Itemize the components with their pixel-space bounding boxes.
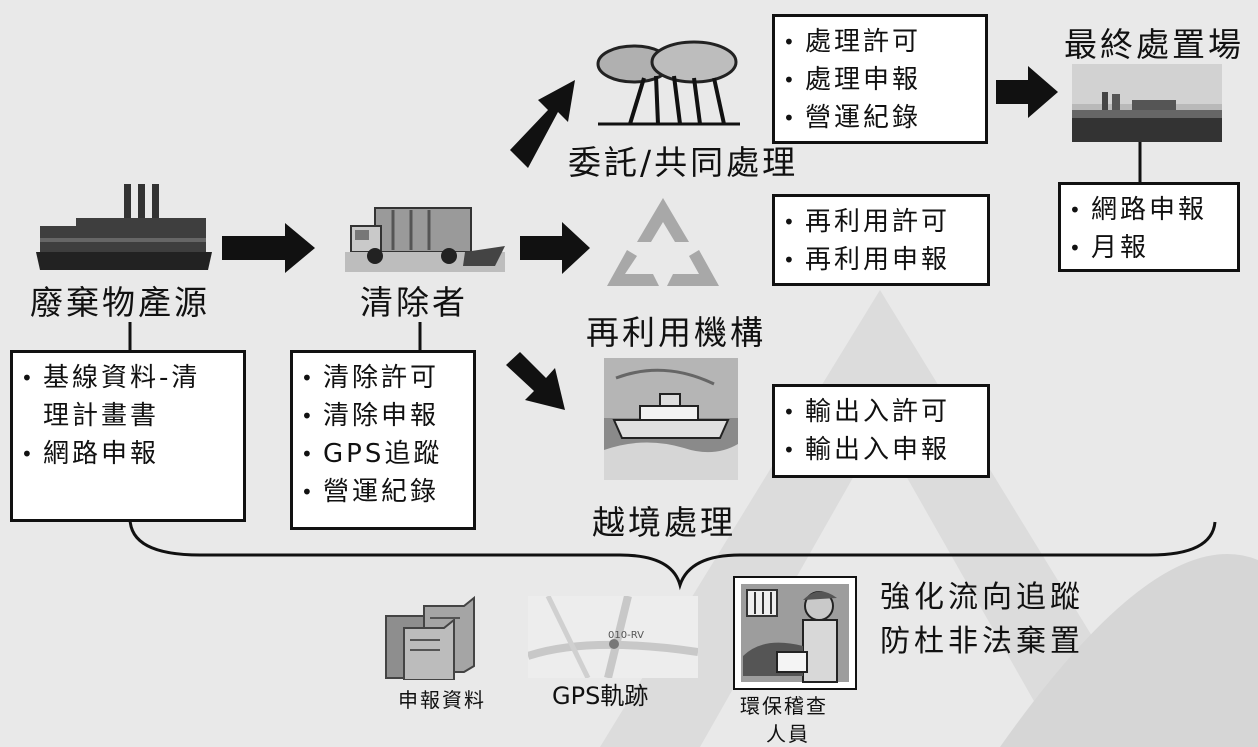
node-crossborder-label: 越境處理: [592, 503, 736, 542]
arrow-collector-to-crossborder: [506, 352, 565, 410]
box-reuse-item: •再利用許可: [783, 207, 951, 237]
report-data-label: 申報資料: [398, 688, 486, 712]
box-collector-item: •營運紀錄: [301, 477, 440, 507]
goal-line-2: 防杜非法棄置: [880, 624, 1084, 659]
box-final-site-item: •網路申報: [1069, 195, 1208, 225]
node-source-label: 廢棄物產源: [30, 283, 210, 322]
box-source: •基線資料-清 理計畫書 •網路申報: [10, 350, 246, 522]
box-reuse: •再利用許可 •再利用申報: [772, 194, 990, 286]
box-crossborder: •輸出入許可 •輸出入申報: [772, 384, 990, 478]
box-final-site-item: •月報: [1069, 233, 1150, 263]
gps-map-icon: 010-RV: [528, 596, 698, 678]
arrow-collector-to-reuse: [520, 222, 590, 274]
box-crossborder-item: •輸出入許可: [783, 397, 951, 427]
gps-map-label: 010-RV: [608, 630, 644, 641]
trees-icon: [596, 40, 740, 126]
node-entrusted-label: 委託/共同處理: [568, 143, 799, 182]
landfill-photo: [1072, 64, 1222, 142]
server-icon: [385, 595, 475, 680]
inspector-icon: [733, 576, 857, 690]
gps-track-label: GPS軌跡: [552, 682, 649, 710]
box-entrusted-item: •處理許可: [783, 27, 922, 57]
box-collector: •清除許可 •清除申報 •GPS追蹤 •營運紀錄: [290, 350, 476, 530]
box-source-item: •網路申報: [21, 439, 160, 469]
box-collector-item: •清除許可: [301, 363, 440, 393]
box-collector-item: •清除申報: [301, 401, 440, 431]
arrow-source-to-collector: [222, 223, 315, 273]
goal-line-1: 強化流向追蹤: [880, 580, 1084, 615]
inspector-label-line2: 人員: [766, 722, 810, 746]
arrow-entrusted-to-final: [996, 66, 1058, 118]
garbage-truck-icon: [345, 207, 505, 272]
box-final-site: •網路申報 •月報: [1058, 182, 1240, 272]
ship-icon: [604, 358, 738, 480]
box-source-item: •基線資料-清: [21, 363, 201, 393]
box-entrusted: •處理許可 •處理申報 •營運紀錄: [772, 14, 988, 144]
inspector-label-line1: 環保稽查: [740, 694, 828, 718]
recycle-icon: [607, 198, 719, 286]
node-final-site-label: 最終處置場: [1064, 25, 1244, 64]
box-entrusted-item: •營運紀錄: [783, 103, 922, 133]
box-source-item: 理計畫書: [43, 401, 160, 431]
node-collector-label: 清除者: [360, 283, 468, 322]
box-entrusted-item: •處理申報: [783, 65, 922, 95]
node-reuse-label: 再利用機構: [586, 313, 766, 352]
factory-icon: [36, 184, 212, 270]
brace: [128, 517, 1217, 591]
arrow-collector-to-entrusted: [510, 80, 575, 168]
box-collector-item: •GPS追蹤: [301, 439, 443, 469]
box-reuse-item: •再利用申報: [783, 245, 951, 275]
box-crossborder-item: •輸出入申報: [783, 435, 951, 465]
